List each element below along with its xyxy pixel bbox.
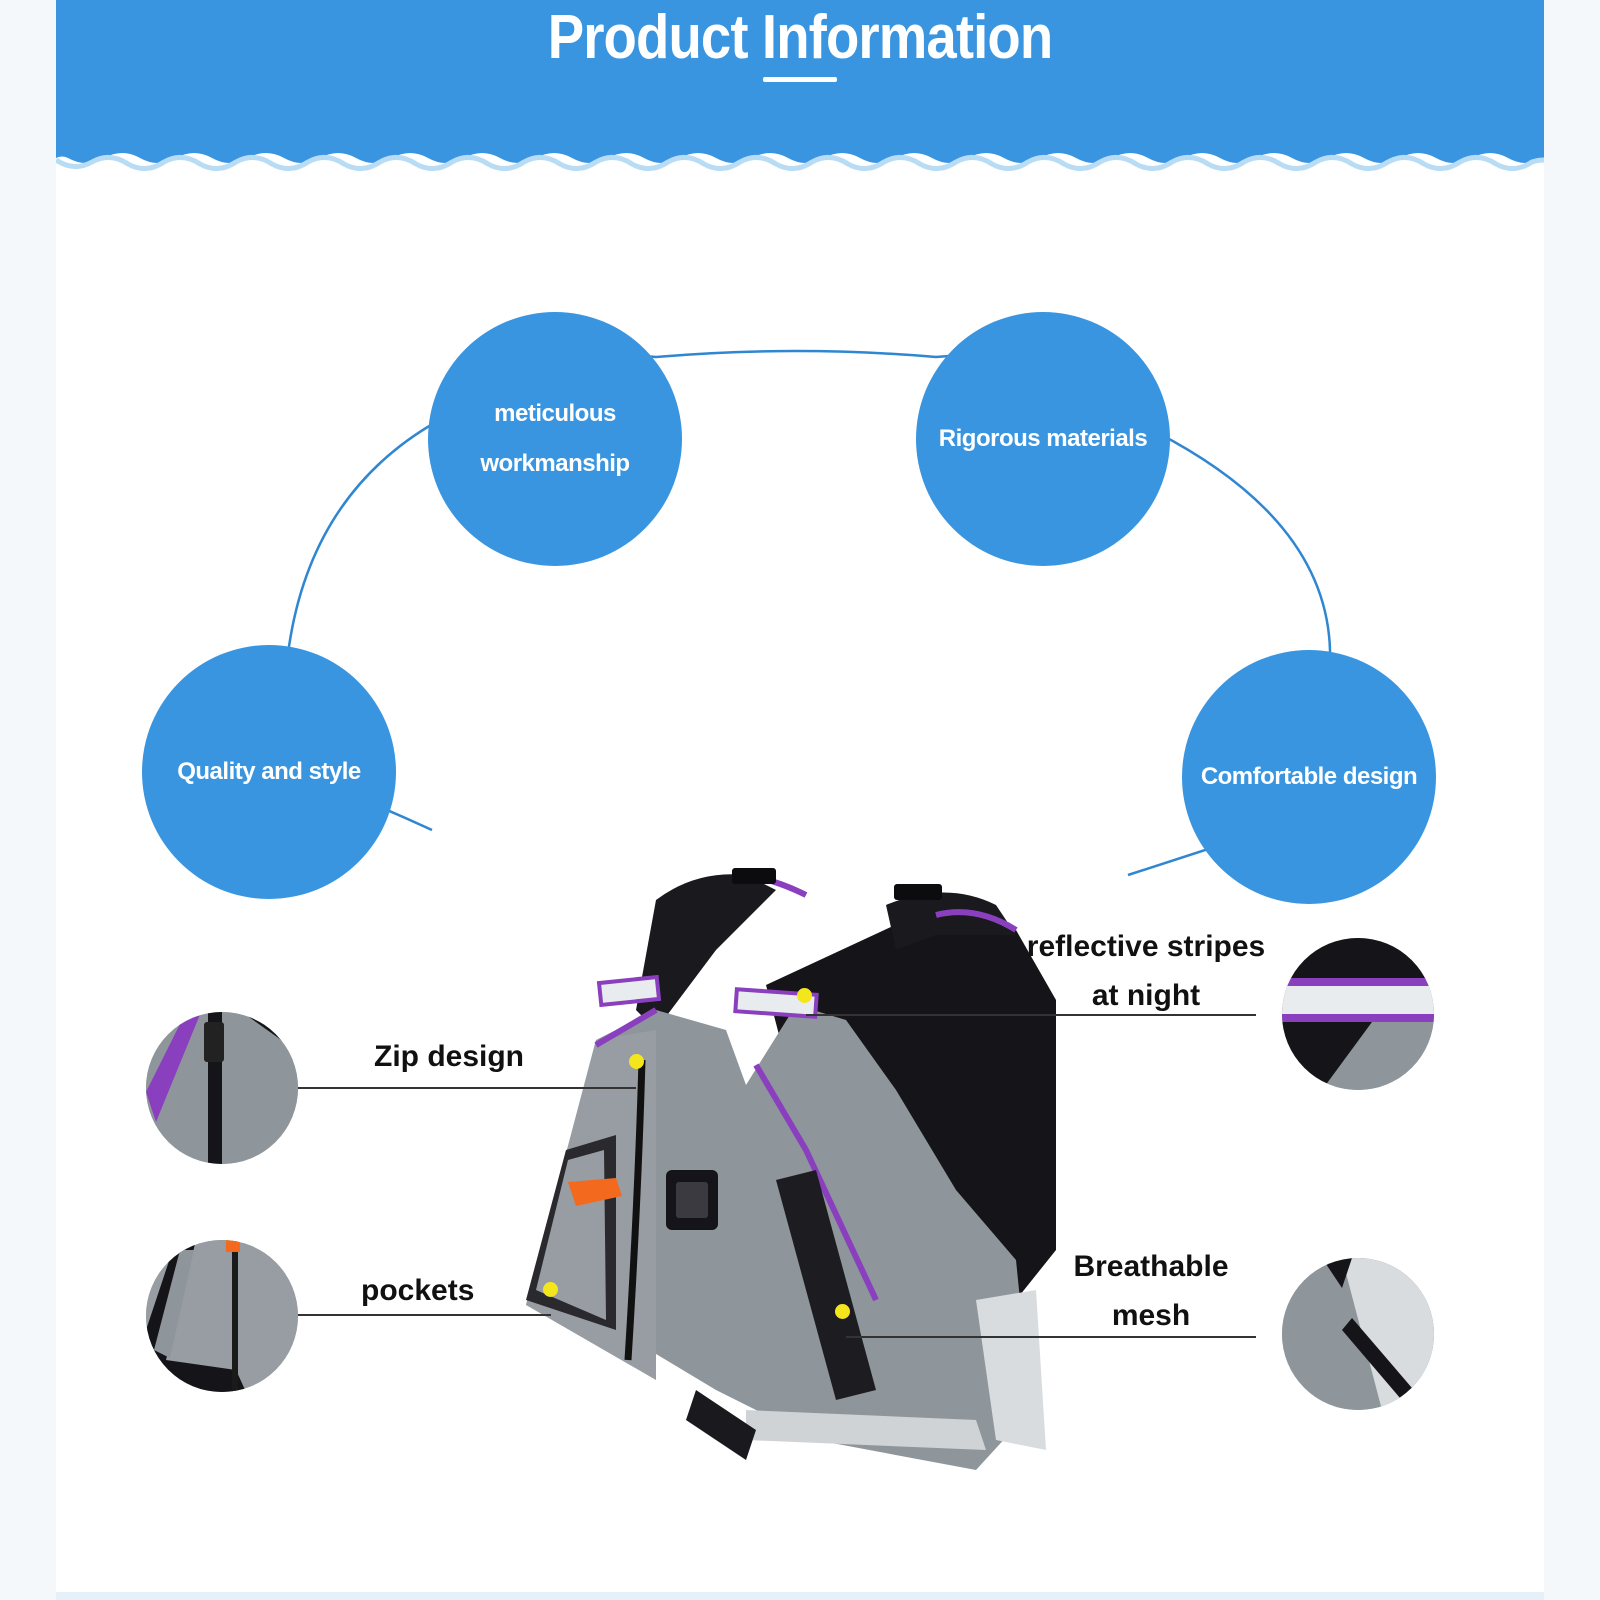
feature-label: meticulous workmanship — [480, 400, 630, 477]
vest-zipper — [624, 1059, 646, 1361]
reflective-detail-thumbnail — [1282, 938, 1434, 1090]
reflective-leader-line — [806, 1014, 1256, 1016]
mesh-label-line2: mesh — [1111, 1299, 1191, 1332]
pocket-leader-line — [296, 1314, 551, 1316]
bottom-edge-band — [56, 1592, 1544, 1600]
feature-circle-workmanship: meticulous workmanship — [428, 312, 682, 566]
vest-side-mesh — [776, 1170, 876, 1400]
zip-detail-thumbnail — [146, 1012, 298, 1164]
feature-circle-quality: Quality and style — [142, 645, 396, 899]
vest-right-strap — [886, 892, 1016, 950]
mesh-marker-dot — [835, 1304, 850, 1319]
feature-connector-arc — [282, 349, 1332, 877]
feature-circle-materials: Rigorous materials — [916, 312, 1170, 566]
zip-marker-dot — [629, 1054, 644, 1069]
feature-circle-comfort: Comfortable design — [1182, 650, 1436, 904]
reflective-marker-dot — [797, 988, 812, 1003]
title-underline — [763, 77, 837, 82]
vest-back-mesh — [976, 1290, 1046, 1450]
zip-design-label: Zip design — [374, 1040, 524, 1073]
whistle — [568, 1178, 622, 1206]
pocket-marker-dot — [543, 1282, 558, 1297]
reflective-stripe — [596, 974, 662, 1008]
feature-label: Quality and style — [177, 758, 361, 785]
mesh-detail-thumbnail — [1282, 1258, 1434, 1410]
feature-label: Rigorous materials — [938, 425, 1148, 452]
feature-label: Comfortable design — [1200, 763, 1418, 790]
zip-leader-line — [296, 1087, 636, 1089]
pocket-detail-thumbnail — [146, 1240, 298, 1392]
mesh-label-line1: Breathable — [1073, 1250, 1229, 1283]
reflective-label: reflective stripes at night — [1016, 922, 1276, 1020]
pockets-label: pockets — [361, 1274, 475, 1307]
vest-left-strap — [636, 874, 776, 1030]
page-title: Product Information — [547, 3, 1053, 72]
mesh-label: Breathable mesh — [1066, 1242, 1236, 1340]
reflective-label-line2: at night — [1091, 979, 1201, 1012]
reflective-stripe — [733, 987, 819, 1019]
mesh-leader-line — [846, 1336, 1256, 1338]
reflective-label-line1: reflective stripes — [1026, 930, 1266, 963]
product-info-page: Product Information meticulous workmansh… — [56, 0, 1544, 1592]
